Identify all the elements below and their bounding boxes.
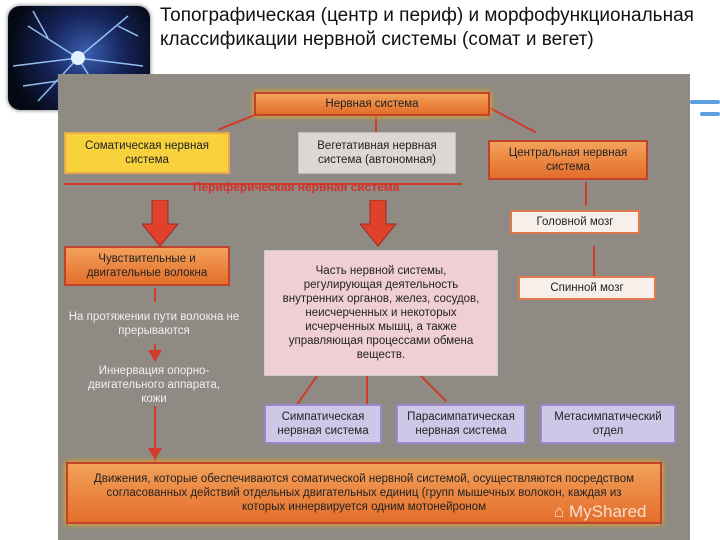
- connector-vegetative: [375, 114, 377, 132]
- connector-fibers: [154, 288, 156, 302]
- arrow-small-icon-1: [148, 350, 162, 362]
- box-somatic: Соматическая нервная система: [64, 132, 230, 174]
- decor-line-1: [690, 100, 720, 104]
- box-vegetative-description: Часть нервной системы, регулирующая деят…: [264, 250, 498, 376]
- box-parasympathetic: Парасимпатическая нервная система: [396, 404, 526, 444]
- arrow-small-icon-2: [148, 448, 162, 460]
- box-movement: Движения, которые обеспечиваются соматич…: [66, 462, 662, 524]
- connector-metasympathetic: [420, 375, 448, 403]
- arrow-down-icon-1: [142, 200, 180, 247]
- connector-innervation: [154, 406, 156, 462]
- connector-central: [489, 107, 537, 134]
- text-innervation: Иннервация опорно-двигательного аппарата…: [88, 365, 220, 405]
- connector-sympathetic: [295, 375, 318, 407]
- box-nervous-system: Нервная система: [254, 92, 490, 116]
- connector-spinal: [593, 246, 595, 276]
- label-peripheral: Периферическая нервная система: [192, 180, 400, 194]
- decor-line-2: [700, 112, 720, 116]
- arrow-down-icon-2: [360, 200, 398, 247]
- connector-parasympathetic: [366, 376, 368, 404]
- watermark-logo: ⌂ MyShared: [554, 502, 646, 522]
- slide-title: Топографическая (центр и периф) и морфоф…: [160, 5, 694, 50]
- box-metasympathetic: Метасимпатический отдел: [540, 404, 676, 444]
- watermark-text: MyShared: [569, 502, 647, 521]
- diagram-panel: Нервная система Соматическая нервная сис…: [58, 74, 690, 540]
- text-fibers-note: На протяжении пути волокна не прерываютс…: [68, 311, 240, 337]
- box-central: Центральная нервная система: [488, 140, 648, 180]
- connector-brain: [585, 182, 587, 206]
- neuron-icon: [12, 10, 144, 107]
- box-brain: Головной мозг: [510, 210, 640, 234]
- box-fibers: Чувствительные и двигательные волокна: [64, 246, 230, 286]
- box-vegetative: Вегетативная нервная система (автономная…: [298, 132, 456, 174]
- box-sympathetic: Симпатическая нервная система: [264, 404, 382, 444]
- watermark-icon: ⌂: [554, 502, 569, 521]
- peripheral-line: [64, 183, 462, 185]
- box-spinal-cord: Спинной мозг: [518, 276, 656, 300]
